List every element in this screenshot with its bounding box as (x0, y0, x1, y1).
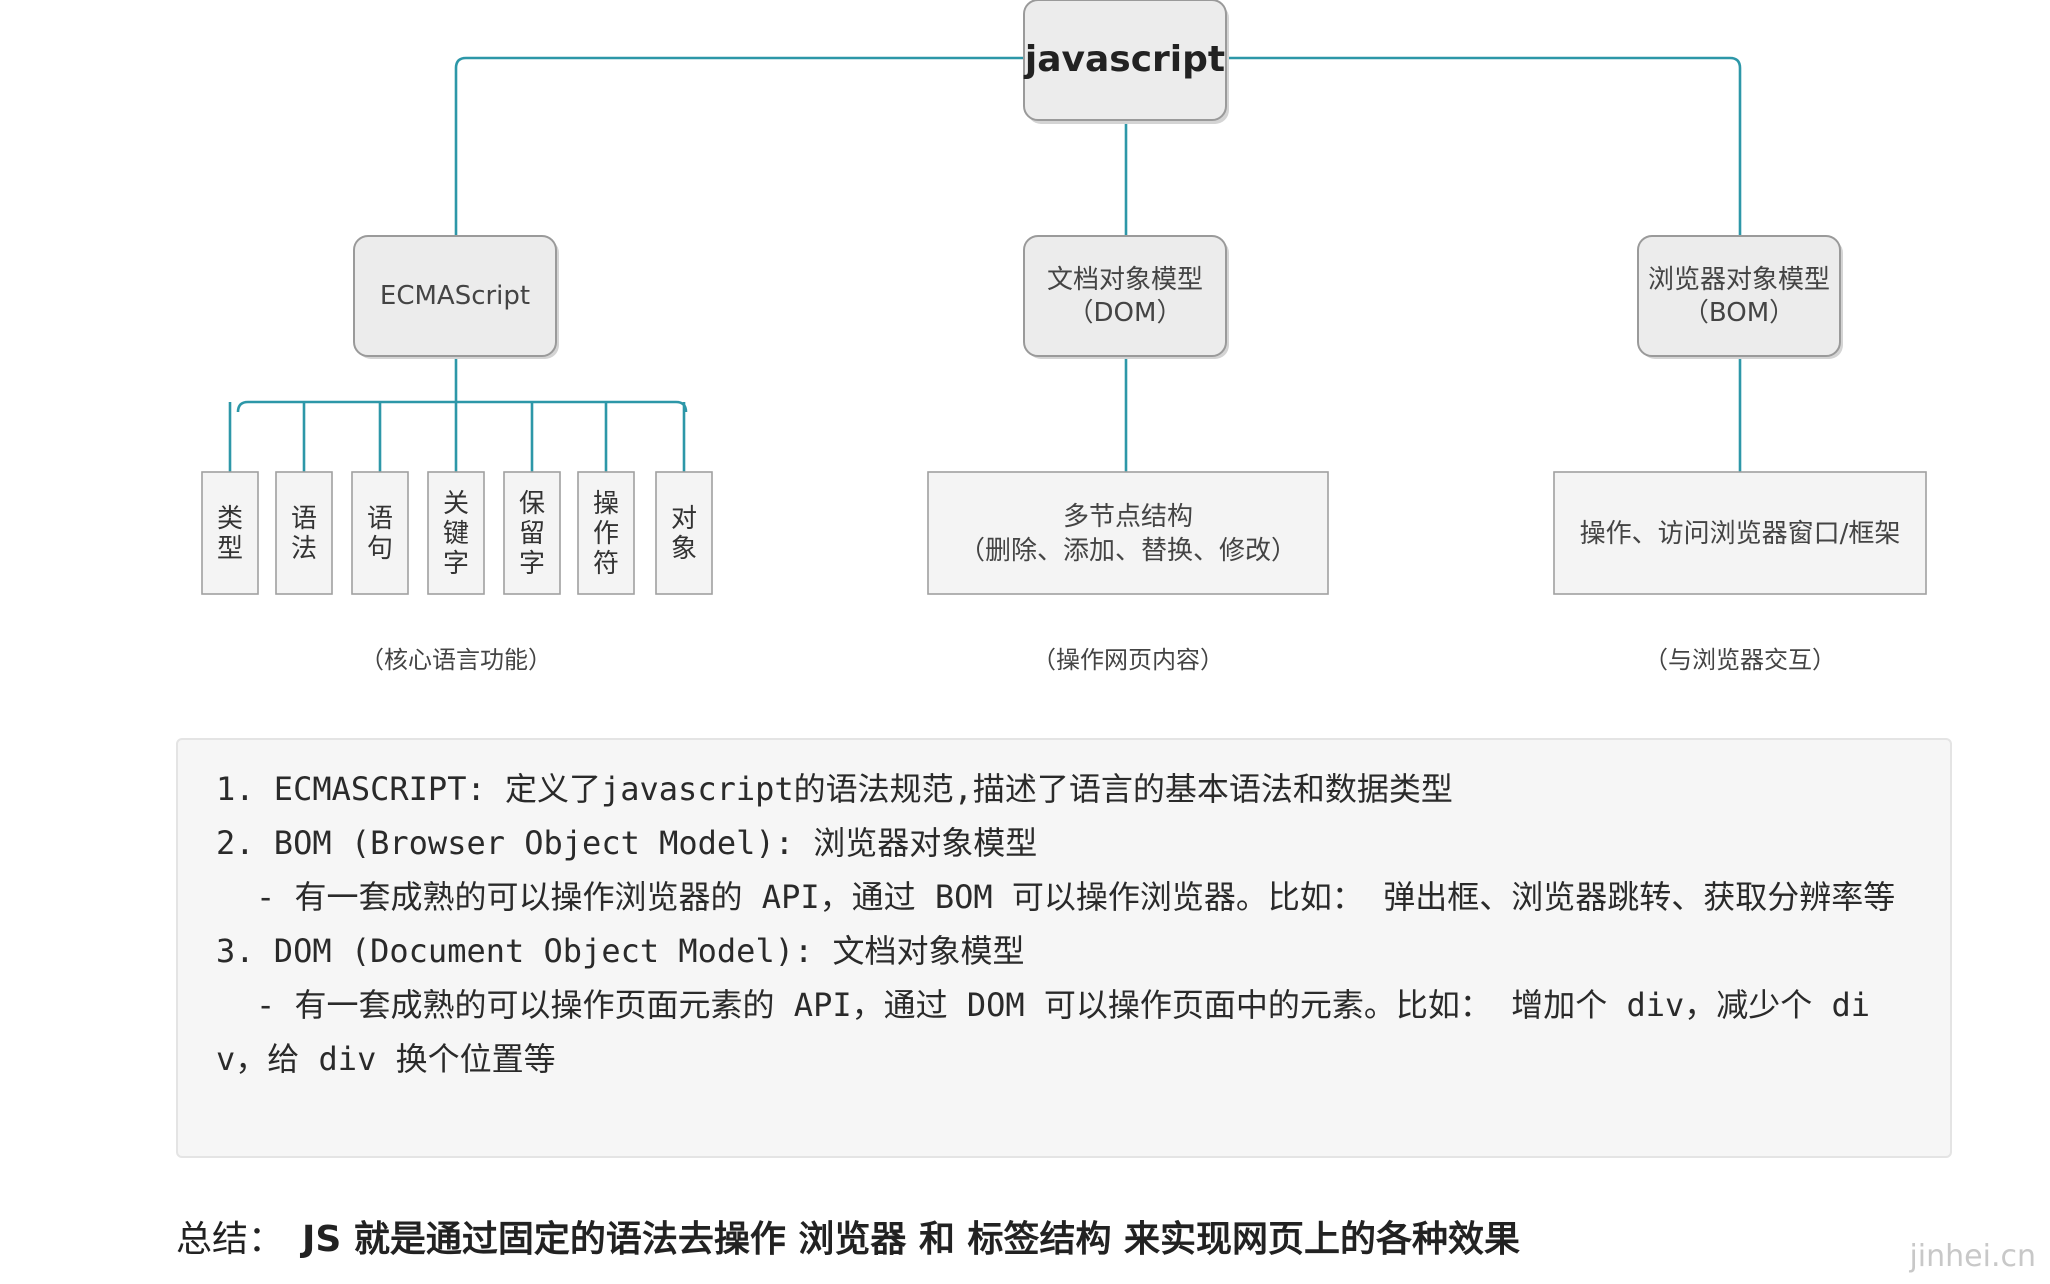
summary-text: JS 就是通过固定的语法去操作 浏览器 和 标签结构 来实现网页上的各种效果 (302, 1219, 1521, 1260)
notes-panel: 1. ECMASCRIPT: 定义了javascript的语法规范,描述了语言的… (176, 738, 1952, 1158)
ecmascript-leaf-box (655, 471, 713, 595)
summary-line: 总结： JS 就是通过固定的语法去操作 浏览器 和 标签结构 来实现网页上的各种效… (176, 1210, 1520, 1262)
ecmascript-leaf: 类型 (201, 471, 259, 595)
ecmascript-leaf-label: 操作符 (593, 489, 619, 579)
ecmascript-leaf-box (351, 471, 409, 595)
watermark-text: jinhei.cn (1909, 1239, 2036, 1274)
dom-caption: （操作网页内容） (1032, 646, 1224, 674)
ecmascript-leaf: 对象 (655, 471, 713, 595)
ecmascript-leaf-box (275, 471, 333, 595)
ecmascript-leaf-box (201, 471, 259, 595)
ecmascript-leaf: 语句 (351, 471, 409, 595)
connector-leaf-drops (228, 402, 686, 472)
bom-detail-line-1: 操作、访问浏览器窗口/框架 (1580, 519, 1901, 549)
dom-node-title: 文档对象模型 (1047, 265, 1203, 295)
ecmascript-leaf-label: 类型 (217, 504, 243, 564)
dom-detail-line-2: （删除、添加、替换、修改） (959, 536, 1297, 566)
bom-node: 浏览器对象模型 （BOM） (1637, 235, 1843, 359)
bom-caption: （与浏览器交互） (1644, 646, 1836, 674)
ecmascript-caption: （核心语言功能） (360, 646, 552, 674)
dom-detail-line-1: 多节点结构 (1063, 502, 1193, 532)
ecmascript-leaf: 操作符 (577, 471, 635, 595)
dom-detail-box: 多节点结构 （删除、添加、替换、修改） (927, 471, 1329, 595)
ecmascript-leaf-label: 语法 (291, 504, 317, 564)
ecmascript-leaf-label: 对象 (671, 504, 697, 564)
note-line: - 有一套成熟的可以操作页面元素的 API，通过 DOM 可以操作页面中的元素。… (216, 986, 1871, 1078)
ecmascript-leaf: 保留字 (503, 471, 561, 595)
bom-detail-box: 操作、访问浏览器窗口/框架 (1553, 471, 1927, 595)
root-node: javascript (1023, 0, 1229, 124)
bom-node-title: 浏览器对象模型 (1648, 265, 1830, 295)
dom-node-abbr: （DOM） (1068, 298, 1183, 328)
ecmascript-leaf-box (577, 471, 635, 595)
ecmascript-leaf-label: 保留字 (519, 489, 545, 579)
ecmascript-leaf-box (427, 471, 485, 595)
note-line: 2. BOM (Browser Object Model): 浏览器对象模型 (216, 824, 1038, 862)
bom-node-abbr: （BOM） (1683, 298, 1795, 328)
dom-node: 文档对象模型 （DOM） (1023, 235, 1229, 359)
ecmascript-node: ECMAScript (353, 235, 559, 359)
ecmascript-leaf-label: 关键字 (443, 489, 469, 579)
note-line: 1. ECMASCRIPT: 定义了javascript的语法规范,描述了语言的… (216, 770, 1453, 808)
javascript-structure-diagram: javascript ECMAScript 文档对象模型 （DOM） 浏览器对象… (201, 0, 1927, 674)
ecmascript-leaf-label: 语句 (367, 504, 393, 564)
note-line: 3. DOM (Document Object Model): 文档对象模型 (216, 932, 1025, 970)
ecmascript-leaf: 关键字 (427, 471, 485, 595)
ecmascript-leaf: 语法 (275, 471, 333, 595)
root-node-label: javascript (1023, 39, 1225, 80)
diagram-connectors (228, 56, 1742, 472)
note-line: - 有一套成熟的可以操作浏览器的 API，通过 BOM 可以操作浏览器。比如： … (256, 878, 1896, 916)
ecmascript-leaf-box (503, 471, 561, 595)
connector-root-to-bom (1226, 56, 1742, 236)
connector-root-to-ecmascript (454, 56, 1024, 236)
ecmascript-node-label: ECMAScript (380, 281, 530, 311)
summary-label: 总结： (176, 1219, 285, 1260)
